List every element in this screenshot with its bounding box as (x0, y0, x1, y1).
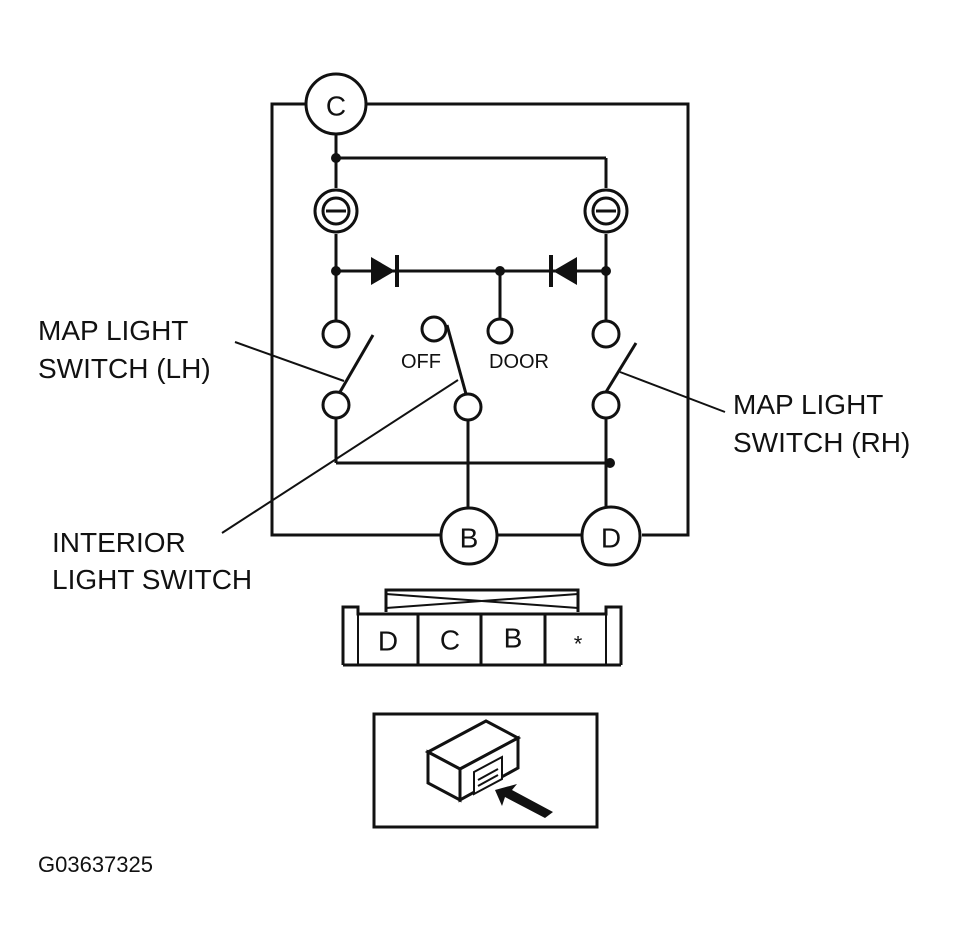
terminal-c-label: C (326, 91, 346, 122)
junction-dot (331, 153, 341, 163)
connector-cell-c: C (440, 625, 460, 656)
junction-dot (605, 458, 615, 468)
switch-blade-lh (338, 334, 375, 393)
diode-lh-icon (371, 255, 399, 287)
leader-lines (221, 341, 726, 534)
contact-lh-top (321, 319, 351, 349)
switch-module-icon (424, 719, 522, 803)
contact-lh-bottom (321, 390, 351, 420)
arrow-icon (495, 784, 553, 818)
interior-light-switch-label-line1: INTERIOR (52, 527, 186, 558)
off-position-label: OFF (401, 351, 441, 373)
map-light-rh-label-line1: MAP LIGHT (733, 389, 883, 420)
diode-rh-icon (549, 255, 577, 287)
map-light-rh-label-line2: SWITCH (RH) (733, 427, 910, 458)
switch-housing-frame (270, 102, 690, 537)
map-light-lh-label-line1: MAP LIGHT (38, 315, 188, 346)
switch-blade-rh (604, 342, 638, 393)
switch-contacts (321, 315, 621, 422)
figure-code: G03637325 (38, 852, 153, 877)
map-light-bulb-lh-icon (313, 188, 359, 234)
junction-dot (601, 266, 611, 276)
connector-cell-star: * (574, 632, 583, 657)
connector-location-inset (372, 712, 599, 829)
terminal-b: B (439, 506, 499, 566)
terminal-b-label: B (460, 523, 479, 554)
door-position-label: DOOR (489, 351, 549, 373)
contact-door (486, 317, 514, 345)
contact-rh-top (591, 319, 621, 349)
junction-dots (331, 153, 615, 468)
contact-rh-bottom (591, 390, 621, 420)
interior-light-switch-label-line2: LIGHT SWITCH (52, 564, 252, 595)
connector-face: D C B * (341, 588, 623, 667)
terminal-d-label: D (601, 523, 621, 554)
junction-dot (331, 266, 341, 276)
connector-cell-d: D (378, 626, 398, 657)
contact-off (420, 315, 448, 343)
terminal-c: C (304, 72, 368, 136)
contact-interior-common (453, 392, 483, 422)
terminal-d: D (580, 505, 642, 567)
switch-blade-interior (445, 324, 468, 395)
connector-cell-b: B (504, 623, 523, 654)
switch-blades (338, 324, 638, 395)
map-light-lh-label-line2: SWITCH (LH) (38, 353, 211, 384)
map-light-bulb-rh-icon (583, 188, 629, 234)
internal-wiring (334, 133, 610, 508)
junction-dot (495, 266, 505, 276)
